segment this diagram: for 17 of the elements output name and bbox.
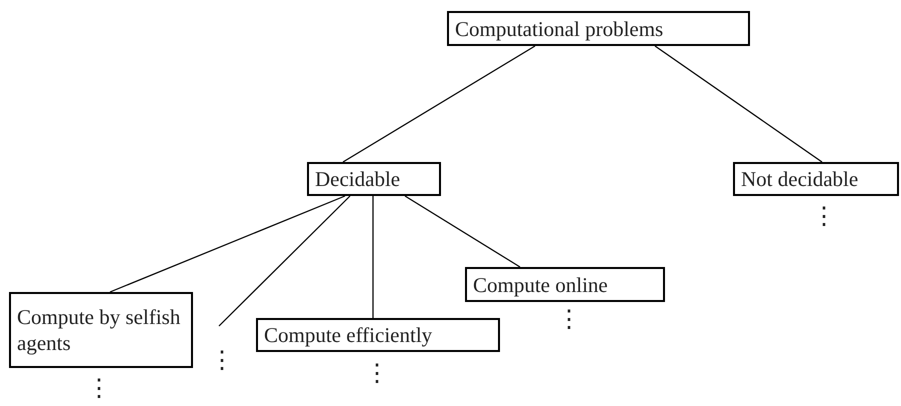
vertical-ellipsis: ⋮ [210, 326, 234, 396]
connector-line [110, 195, 346, 293]
vertical-ellipsis: ⋮ [557, 306, 577, 335]
tree-node-box: Compute efficiently [256, 318, 500, 352]
connector-line [372, 196, 374, 318]
vertical-ellipsis: ⋮ [812, 203, 832, 232]
connector-line [404, 195, 520, 268]
vertical-ellipsis: ⋮ [365, 360, 385, 389]
tree-node-box: Computational problems [447, 11, 750, 46]
connector-line [342, 45, 536, 163]
vertical-ellipsis: ⋮ [87, 375, 107, 404]
tree-node-box: Not decidable [733, 162, 899, 196]
tree-node-box: Compute online [465, 267, 665, 302]
tree-node-box: Compute by selfish agents [9, 292, 193, 368]
connector-line [218, 196, 350, 326]
tree-node-box: Decidable [307, 162, 441, 196]
connector-line [654, 46, 822, 162]
